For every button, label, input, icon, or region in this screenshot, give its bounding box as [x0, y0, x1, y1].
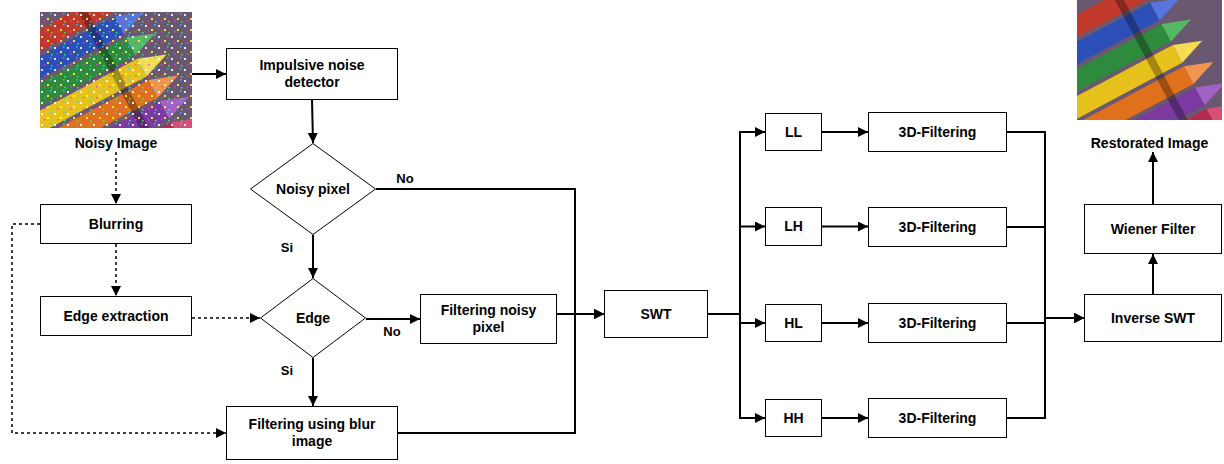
flow-arrow — [312, 235, 314, 278]
dotted-connector — [115, 244, 117, 296]
node-label: LH — [784, 218, 803, 235]
process-box: Inverse SWT — [1084, 294, 1222, 342]
process-box: HH — [765, 399, 822, 437]
flow-arrow — [1007, 132, 1084, 318]
branch-label: No — [381, 324, 402, 339]
node-label: Filtering using blur image — [235, 416, 389, 450]
image-node: Noisy Image — [40, 12, 192, 152]
node-label: Blurring — [89, 216, 143, 233]
node-label: 3D-Filtering — [899, 315, 977, 332]
process-box: Filtering using blur image — [226, 406, 398, 460]
process-box: HL — [765, 304, 822, 342]
node-label: Inverse SWT — [1111, 310, 1195, 327]
dotted-connector — [12, 224, 226, 433]
flow-arrow — [1007, 318, 1084, 418]
node-label: Filtering noisy pixel — [429, 302, 548, 336]
flow-arrow — [1007, 227, 1084, 318]
crayons — [1077, 0, 1222, 120]
impulse-noise — [40, 12, 192, 128]
process-box: 3D-Filtering — [868, 398, 1007, 438]
flow-arrow — [708, 227, 765, 315]
crayons — [40, 12, 192, 128]
branch-label: Si — [279, 363, 295, 378]
flow-arrow — [1152, 254, 1154, 294]
image-caption: Noisy Image — [75, 135, 157, 152]
node-label: Edge — [296, 310, 330, 327]
process-box: LL — [765, 113, 822, 151]
flow-arrow — [1152, 152, 1154, 204]
node-label: 3D-Filtering — [899, 219, 977, 236]
node-label: Noisy pixel — [276, 181, 350, 198]
process-box: Edge extraction — [40, 296, 192, 336]
node-label: LL — [785, 124, 802, 141]
process-box: 3D-Filtering — [868, 303, 1007, 343]
image-caption: Restorated Image — [1091, 135, 1208, 152]
decision-diamond: Edge — [260, 278, 366, 358]
noisy-image-picture — [40, 12, 192, 128]
flow-arrow — [822, 417, 868, 419]
flow-arrow — [822, 226, 868, 228]
flow-arrow — [822, 322, 868, 324]
process-box: 3D-Filtering — [868, 112, 1007, 152]
node-label: 3D-Filtering — [899, 410, 977, 427]
process-box: Impulsive noise detector — [226, 48, 398, 100]
flow-arrow — [708, 132, 765, 314]
process-box: LH — [765, 207, 822, 246]
flow-arrow — [192, 73, 226, 75]
dotted-connector — [115, 152, 117, 204]
branch-label: No — [394, 171, 415, 186]
node-label: SWT — [640, 306, 671, 323]
diamond-shape — [261, 279, 366, 358]
node-label: 3D-Filtering — [899, 124, 977, 141]
node-label: HH — [783, 410, 803, 427]
flow-arrow — [708, 314, 765, 418]
decision-diamond: Noisy pixel — [250, 143, 376, 235]
process-box: SWT — [604, 290, 708, 338]
flow-arrow — [312, 358, 314, 406]
image-ground — [40, 12, 192, 128]
flow-arrow — [708, 314, 765, 323]
branch-label: Si — [279, 240, 295, 255]
process-box: Filtering noisy pixel — [420, 294, 557, 344]
diamond-shape — [251, 144, 376, 235]
node-label: HL — [784, 315, 803, 332]
dotted-connector — [192, 317, 260, 319]
flow-arrow — [312, 100, 313, 143]
node-label: Edge extraction — [63, 308, 168, 325]
process-box: 3D-Filtering — [868, 207, 1007, 247]
image-node: Restorated Image — [1077, 0, 1222, 152]
node-label: Wiener Filter — [1111, 221, 1196, 238]
process-box: Wiener Filter — [1084, 204, 1222, 254]
restored-image-picture — [1077, 0, 1222, 120]
flow-arrow — [366, 318, 420, 320]
flow-arrow — [822, 131, 868, 133]
process-box: Blurring — [40, 204, 192, 244]
node-label: Impulsive noise detector — [235, 57, 389, 91]
